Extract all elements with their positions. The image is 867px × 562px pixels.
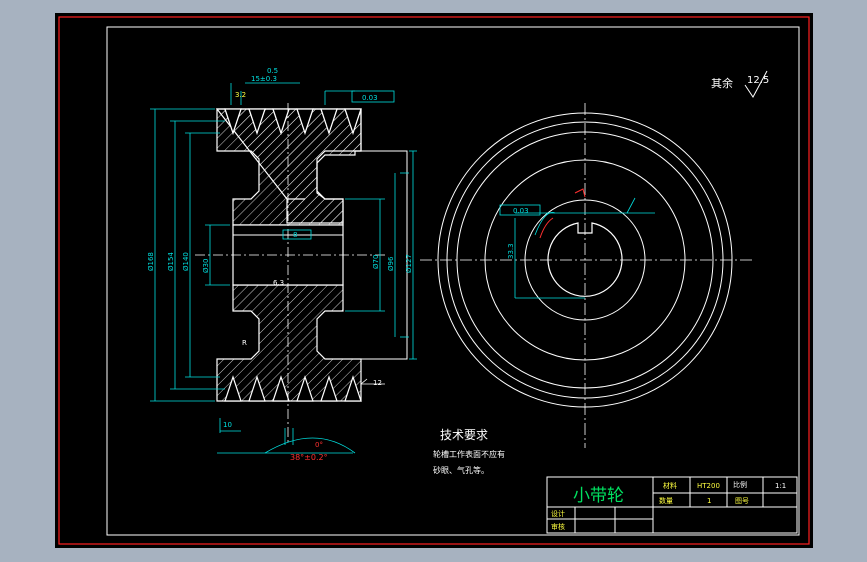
dim-140: Ø140 bbox=[182, 252, 190, 271]
bottom-grooves bbox=[224, 375, 362, 402]
right-edge-arrow bbox=[360, 378, 368, 385]
circle-web bbox=[484, 159, 686, 361]
runout-frame bbox=[499, 204, 541, 216]
circle-groove-outer bbox=[446, 121, 724, 399]
front-view[interactable]: 0.03 33.3 bbox=[420, 103, 755, 448]
roughness-note: 其余 12.5 bbox=[711, 70, 769, 98]
inner-frame bbox=[106, 26, 800, 536]
dim-outer-dia: Ø168 bbox=[147, 252, 155, 271]
dim-key-depth: 33.3 bbox=[507, 243, 515, 259]
dim-groove-depth: 0.5 bbox=[267, 67, 278, 75]
tech-line-2: 砂眼、气孔等。 bbox=[433, 465, 489, 475]
left-dimensions bbox=[150, 82, 417, 454]
section-hatched-body-upper bbox=[216, 108, 362, 226]
circle-groove-inner bbox=[456, 131, 714, 389]
dim-groove-angle-base: 0° bbox=[315, 441, 323, 449]
tolerance-frame-top bbox=[351, 90, 395, 103]
designer-label: 设计 bbox=[551, 509, 565, 518]
dim-groove-dia: Ø154 bbox=[167, 252, 175, 271]
material-label: 材料 bbox=[663, 481, 677, 490]
dim-127: Ø127 bbox=[405, 254, 413, 273]
tech-line-1: 轮槽工作表面不应有 bbox=[433, 449, 505, 459]
dim-bore-dia: Ø30 bbox=[202, 259, 210, 273]
outer-frame bbox=[58, 16, 810, 545]
roughness-value: 12.5 bbox=[747, 75, 769, 86]
tech-heading: 技术要求 bbox=[440, 428, 488, 442]
bore-with-keyway bbox=[547, 222, 623, 297]
cad-viewport[interactable]: Ø168 Ø154 Ø140 Ø30 Ø70 Ø96 Ø127 15±0.3 0… bbox=[55, 13, 813, 548]
section-hatched-body-lower bbox=[216, 284, 362, 402]
hub-right-outline bbox=[361, 150, 408, 360]
dim-side-label: R bbox=[242, 339, 247, 347]
front-dimensions bbox=[514, 197, 655, 299]
dim-groove-pitch: 15±0.3 bbox=[251, 75, 277, 83]
dim-hub-dia: Ø70 bbox=[372, 255, 380, 269]
dim-roughness-small: 6.3 bbox=[273, 279, 284, 287]
dim-width-label: 10 bbox=[223, 421, 232, 429]
circle-outer bbox=[437, 112, 733, 408]
drawing-no-label: 图号 bbox=[735, 497, 749, 505]
keyway-frame bbox=[282, 229, 312, 240]
roughness-symbol bbox=[744, 70, 768, 98]
top-grooves bbox=[224, 108, 362, 135]
reviewer-label: 审核 bbox=[551, 522, 565, 531]
roughness-prefix: 其余 bbox=[711, 76, 733, 90]
red-marker bbox=[574, 188, 586, 198]
material-value: HT200 bbox=[697, 482, 720, 490]
dim-runout-frame: 0.03 bbox=[513, 207, 529, 215]
dim-groove-angle: 38°±0.2° bbox=[290, 453, 328, 462]
title-block bbox=[546, 476, 798, 534]
part-name: 小带轮 bbox=[573, 486, 624, 506]
tech-requirements: 技术要求 轮槽工作表面不应有 砂眼、气孔等。 bbox=[433, 428, 505, 475]
scale-label: 比例 bbox=[733, 480, 747, 489]
cad-drawing-canvas[interactable]: Ø168 Ø154 Ø140 Ø30 Ø70 Ø96 Ø127 15±0.3 0… bbox=[55, 13, 813, 548]
section-view[interactable]: Ø168 Ø154 Ø140 Ø30 Ø70 Ø96 Ø127 15±0.3 0… bbox=[147, 67, 417, 462]
dim-roughness-top: 3.2 bbox=[235, 91, 246, 99]
dim-keyway: 8 bbox=[293, 231, 297, 239]
circle-hub bbox=[524, 199, 646, 321]
dim-tolerance-frame: 0.03 bbox=[362, 94, 378, 102]
dim-right-width: 12 bbox=[373, 379, 382, 387]
red-arc bbox=[539, 217, 554, 239]
dim-96: Ø96 bbox=[387, 256, 395, 271]
qty-value: 1 bbox=[707, 497, 711, 505]
scale-value: 1:1 bbox=[775, 482, 786, 490]
qty-label: 数量 bbox=[659, 496, 673, 505]
